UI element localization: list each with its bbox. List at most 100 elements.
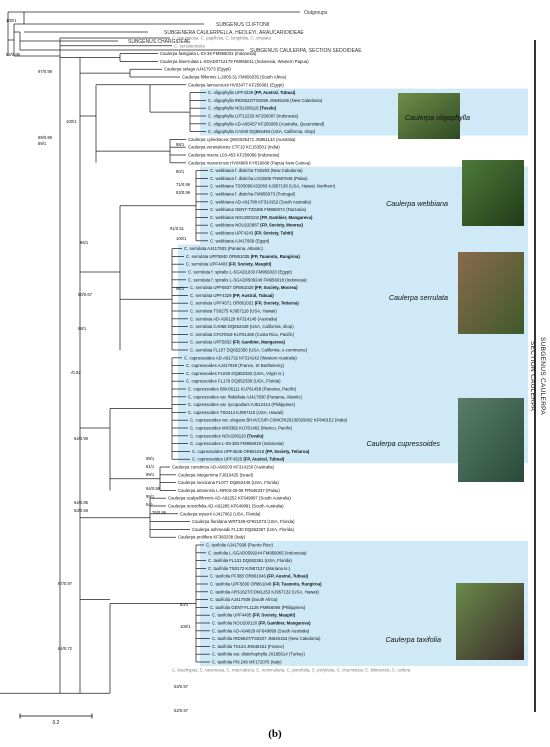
support-value: 63/0.97 [174,684,189,689]
tip-locality-bold: (FP, Society, Maupiti) [253,613,296,618]
support-value: 50/0.67 [78,292,93,297]
tip-label: C. oligophylla L0T12229 KF256087 (Indone… [208,114,299,119]
support-value: 89/1 [38,141,47,146]
scale-bar: 0.2 [19,713,93,726]
support-value: 100/1 [66,119,77,124]
tip-label: C. cupressoides L-03-383 FM956019 (Indon… [190,441,284,446]
tip-label: C. cupressoides AJ417929 (France, St Bar… [186,363,284,368]
right-bracket: SUBGENUS CAULERPA SECTION CAULERPA [529,40,546,712]
tip-label: C. webbiana GENT-TZ0486 FM956074 (Tanzan… [210,207,307,212]
tip-label: Caulerpa veravalensis CTF10 KC153501 (In… [188,145,280,150]
tip-label: Caulerpa mexicana FL077 DQ652446 (USA, F… [178,480,279,485]
tip-label: C. serrulata f. spiralis L-SGAD0509249 F… [188,277,307,282]
tip-label: C. cupressoides TS0414 KJ957110 (USA, Ha… [188,410,284,415]
tip-label: C. cupressoides FL046 DQ652332 (USA, Vir… [186,371,285,376]
tip-label: C. serrulata AD-A90129 KF314146 (Austral… [190,316,278,321]
tip-label: C. taxifolia FL131 DQ652361 (USA, Florid… [208,558,292,563]
tip-label: C. taxifolia UPF4405 (FP, Society, Maupi… [212,613,296,618]
tip-locality-bold: (FP, Society, Tetiaroa) [255,301,300,306]
tip-labels: C. lanuginosa, C. papillosa, C. longifol… [160,36,411,673]
support-value: 96/1 [176,286,185,291]
tip-label: C. taxifolia IRD5637/TS0207 JN645153 (Ne… [212,636,321,641]
tip-label: C. serrulata UPF5840 OR861035 (FP, Tuamo… [186,254,300,259]
clade-name: Caulerpa serrulata [389,293,448,302]
tip-label: C. cupressoides BW-06111 KU761458 (Panam… [188,387,297,392]
support-value: 76/0.86 [152,510,167,515]
tip-label: C. taxifolia UPF5830 OR861048 (FP, Tuamo… [210,582,322,587]
tip-locality-bold: (FP, Gambier, Mangareva) [258,621,311,626]
support-value: 63/0.99 [176,190,191,195]
clade-photos [398,93,524,660]
support-value: 99/1 [146,456,155,461]
tip-label: Caulerpa fastigiata L-03-36 FM956031 (In… [160,51,257,56]
tip-label: Caulerpa integerrima FJ810425 (Israel) [178,472,254,477]
tip-label: Caulerpa biserrulata L-SGAD0712179 FM956… [160,59,309,64]
tip-locality-bold: (Tuvalu) [260,106,277,111]
tip-label: C. serrulata AJ417933 (Panama, Atlantic) [184,246,263,251]
tip-label: Caulerpa manorensis HV04986 KY819068 (Pa… [188,160,311,165]
tip-label: C. serrulata UPF5837 OR861028 (FP, Socie… [190,285,298,290]
tip-label: C. webbiana f. disticha FM956073 (Portug… [210,192,296,197]
tip-locality-bold: (FP, Tuamotu, Rangiroa) [251,254,301,259]
clade-name: Caulerpa cupressoides [366,439,440,448]
tip-label: C. taxifolia AJ417938 (Puerto Rico) [206,543,273,548]
support-value: 86/1 [80,240,89,245]
tip-label: C. sertularioides [174,43,205,48]
tip-label: C. cupressoides UPF4546 OR861018 (FP, So… [192,449,310,454]
tip-label: C. cupressoides var. elegans BHAVCSIR-CS… [190,418,348,423]
tip-label: C. cupressoides UPF4325 (FP, Austral, Tu… [192,457,285,462]
scale-bar-label: 0.2 [53,720,60,726]
tip-label: Caulerpa macra L03-453 KF256089 (Indones… [188,153,280,158]
tip-label: C. brachypus, C. racemosa, C. macrodisca… [172,667,411,672]
tip-label: C. oligophylla AD-A95457 KF256085 (Austr… [208,121,325,126]
support-value: 100/1 [176,236,187,241]
support-value: 91/0.51 [170,226,185,231]
support-value: 97/0.99 [38,69,53,74]
tip-label: C. serrulata UPF5832 (FP, Gambier, Manga… [190,340,286,345]
support-value: 99/0.99 [38,135,53,140]
tip-label: C. serrulata UPF4571 OR861031 (FP, Socie… [190,301,299,306]
tip-locality-bold: (FP, Gambier, Mangareva) [260,215,313,220]
support-value: 99/1 [146,494,155,499]
tree-branches [0,11,210,694]
support-value: 98/1 [176,142,185,147]
higher-taxon-label: SUBGENUS CHARGIDEAE [128,39,191,45]
tip-label: C. oligophylla NOU208119 (Tuvalu) [208,106,277,111]
tip-locality-bold: (FP, Tuamotu, Rangiroa) [273,582,323,587]
tip-label: C. cupressoides AD-A91732 KF314142 (West… [184,355,297,360]
support-value: 64/0.86 [74,500,89,505]
clade-highlight [200,88,528,136]
clade-name: Caulerpa webbiana [386,199,448,208]
tip-locality-bold: (FP, Austral, Tubuai) [233,293,275,298]
tip-locality-bold: (FP, Society, Tahiti) [254,231,293,236]
support-value: 62/0.97 [174,708,189,713]
tip-label: C. taxifolia AD-A94829 KF649899 (South A… [212,628,310,633]
tip-label: C. serrulata CA068 DQ652349 (USA, Califo… [190,324,294,329]
tip-label: C. serrulata UPF4403 (FP, Society, Maupi… [186,262,272,267]
oligophylla-photo [398,93,460,139]
tip-label: C. webbiana TS0309/IA32083 KJ957138 (USA… [210,184,336,189]
support-value: 88/1 [78,326,87,331]
tip-label: C. taxifolia AJ417939 (South Africa) [210,597,278,602]
serrulata-photo [458,252,524,334]
tip-label: C. webbiana NOU200102 (FP, Gambier, Mang… [210,215,313,220]
tip-locality-bold: (FP, Austral, Tubuai) [267,574,309,579]
tip-locality-bold: (FP, Society, Moorea) [260,223,303,228]
tip-label: C. webbiana NOU220987 (FP, Society, Moor… [210,223,304,228]
tip-label: C. webbiana AD-A91788 KF314152 (South Au… [210,199,312,204]
support-value: 80/1 [180,602,189,607]
tip-label: Caulerpa scalpelliformis AD-A92252 KF649… [168,496,291,501]
tip-label: C. lanuginosa, C. papillosa, C. longifol… [172,36,271,41]
tip-locality-bold: (FP, Society, Maupiti) [229,262,272,267]
tip-label: Caulerpa prolifera KF383338 (Italy) [178,535,246,540]
support-value: 63/0.59 [74,508,89,513]
tip-label: C. webbiana UPF4243 (FP, Society, Tahiti… [210,231,294,236]
tip-locality-bold: (FP, Society, Moorea) [255,285,298,290]
support-value: 67/0.97 [58,581,73,586]
support-value: 61/1 [146,464,155,469]
bracket-label-subgenus: SUBGENUS CAULERPA [539,337,546,415]
tip-label: Caulerpa ashmeadii FL130 DQ652367 (USA, … [192,527,295,532]
